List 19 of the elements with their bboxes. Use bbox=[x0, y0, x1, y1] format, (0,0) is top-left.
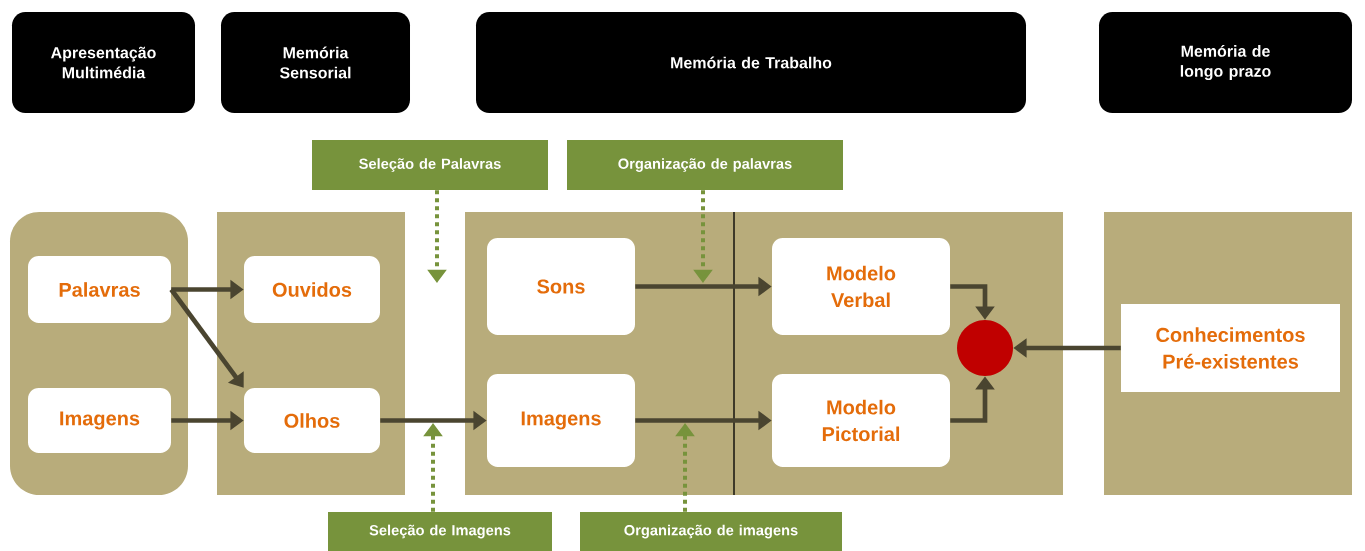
process-box: Conhecimentos Pré-existentes bbox=[1121, 304, 1340, 392]
process-label: Seleção de Palavras bbox=[312, 140, 548, 190]
process-box: Modelo Pictorial bbox=[772, 374, 950, 467]
section-header: Memória Sensorial bbox=[221, 12, 410, 113]
section-header: Memória de Trabalho bbox=[476, 12, 1026, 113]
section-header: Apresentação Multimédia bbox=[12, 12, 195, 113]
arrow bbox=[169, 288, 244, 388]
process-label: Organização de imagens bbox=[580, 512, 842, 551]
process-box: Modelo Verbal bbox=[772, 238, 950, 335]
process-box: Ouvidos bbox=[244, 256, 380, 323]
process-label: Organização de palavras bbox=[567, 140, 843, 190]
process-label: Seleção de Imagens bbox=[328, 512, 552, 551]
process-box: Palavras bbox=[28, 256, 171, 323]
section-header: Memória de longo prazo bbox=[1099, 12, 1352, 113]
process-box: Imagens bbox=[487, 374, 635, 467]
process-box: Sons bbox=[487, 238, 635, 335]
process-box: Imagens bbox=[28, 388, 171, 453]
process-box: Olhos bbox=[244, 388, 380, 453]
junction-circle bbox=[957, 320, 1013, 376]
